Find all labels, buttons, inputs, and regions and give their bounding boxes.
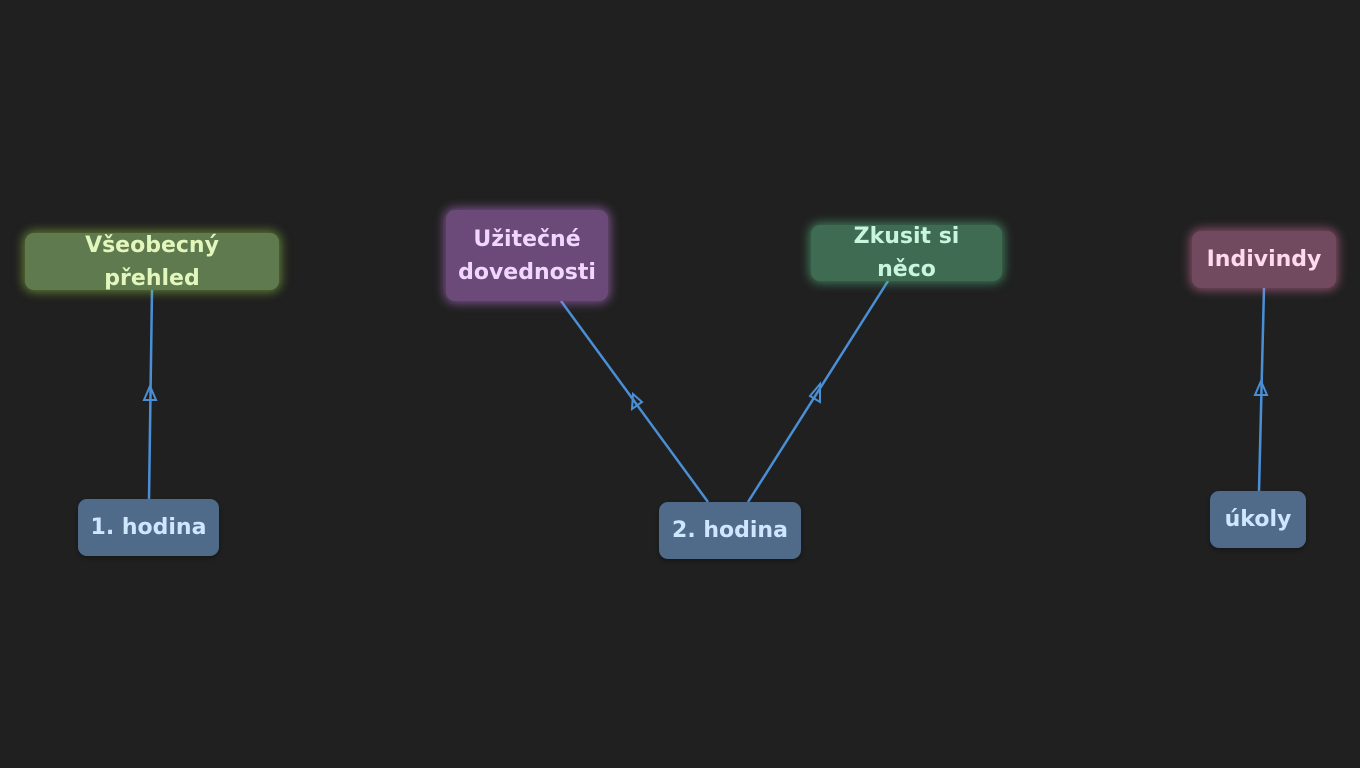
node-uzitecne-dovednosti-label-line2: dovednosti	[458, 259, 596, 285]
node-ukoly-label: úkoly	[1224, 507, 1292, 532]
node-2-hodina[interactable]: 2. hodina	[659, 502, 801, 559]
node-vseobecny-prehled-label: Všeobecný přehled	[85, 232, 219, 291]
edge-hodina2-dovednosti-arrow-icon	[630, 391, 644, 412]
node-1-hodina[interactable]: 1. hodina	[78, 499, 219, 556]
node-1-hodina-label: 1. hodina	[90, 515, 207, 540]
edge-ukoly-indivindy[interactable]	[1257, 287, 1266, 492]
node-vseobecny-prehled[interactable]: Všeobecný přehled	[25, 233, 279, 291]
edge-hodina2-dovednosti[interactable]	[559, 300, 710, 503]
edge-hodina1-prehled-arrow-icon	[142, 383, 158, 401]
edge-hodina2-zkusit[interactable]	[746, 280, 890, 503]
edge-ukoly-indivindy-arrow-icon	[1253, 378, 1269, 396]
node-uzitecne-dovednosti[interactable]: Užitečné dovednosti	[446, 210, 608, 301]
node-2-hodina-label: 2. hodina	[672, 518, 788, 543]
node-uzitecne-dovednosti-label-line1: Užitečné	[473, 226, 581, 252]
node-zkusit-si-neco-label: Zkusit si něco	[853, 224, 960, 282]
node-indivindy-label: Indivindy	[1206, 247, 1322, 272]
node-indivindy[interactable]: Indivindy	[1192, 231, 1336, 288]
node-ukoly[interactable]: úkoly	[1210, 491, 1306, 548]
edge-hodina2-zkusit-arrow-icon	[808, 381, 821, 404]
node-zkusit-si-neco[interactable]: Zkusit si něco	[811, 224, 1002, 282]
edge-hodina1-prehled[interactable]	[147, 289, 154, 500]
